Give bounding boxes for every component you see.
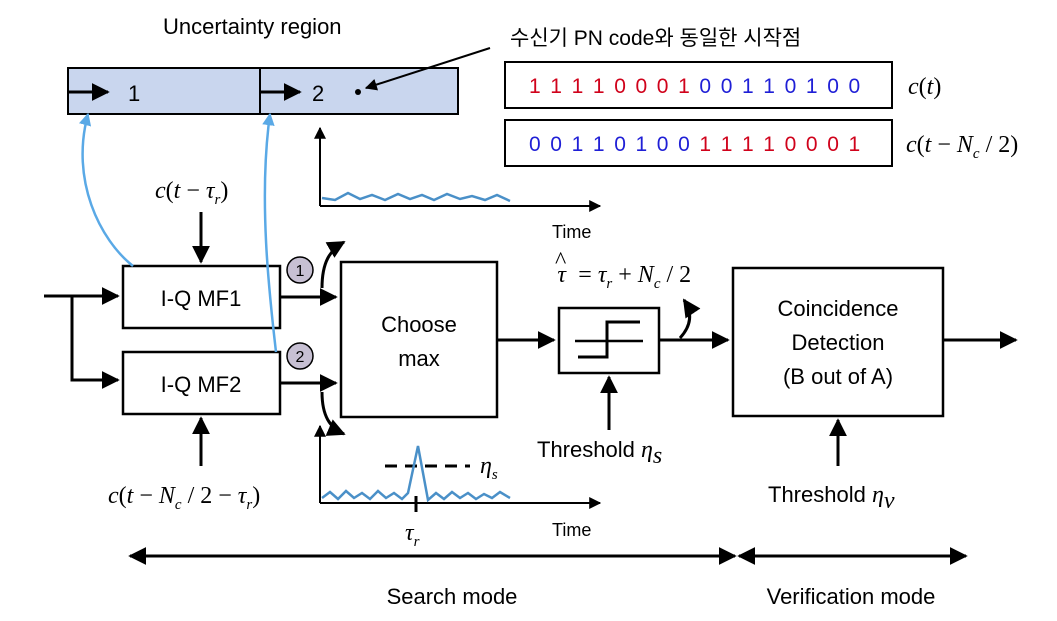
code-box-1 xyxy=(504,61,893,109)
badge-2-label: 2 xyxy=(296,349,305,366)
coincidence-detection-block xyxy=(731,266,945,418)
code-bit: 1 xyxy=(572,75,584,98)
code-bit: 0 xyxy=(678,133,690,156)
code-bit: 0 xyxy=(849,75,861,98)
input-arrow-mf2 xyxy=(70,296,120,389)
tau-estimate-label: τ^ = τr + Nc / 2 xyxy=(555,248,691,292)
start-point-dot xyxy=(355,89,361,95)
uncertainty-region-title: Uncertainty region xyxy=(163,14,342,39)
mf1-to-cell1-pointer xyxy=(79,112,134,267)
badge-1 xyxy=(286,256,314,284)
iq-mf1-block xyxy=(121,264,282,330)
code-bit: 1 xyxy=(699,133,711,156)
choose-max-line-1: Choose xyxy=(381,312,457,337)
code-label-1: c(t) xyxy=(908,74,941,100)
badge-1-label: 1 xyxy=(296,263,305,280)
switch-arrow-up xyxy=(320,240,346,289)
switch-arrow-down xyxy=(320,391,346,436)
code-bit: 1 xyxy=(742,133,754,156)
top-plot-signal xyxy=(321,191,511,203)
code-bit: 0 xyxy=(785,133,797,156)
coincidence-line-1: Coincidence xyxy=(777,296,898,321)
code-box-2 xyxy=(504,119,893,167)
code-bit: 1 xyxy=(742,75,754,98)
cell-2-label: 2 xyxy=(312,81,324,106)
code-bit: 1 xyxy=(636,133,648,156)
cell-1-label: 1 xyxy=(128,81,140,106)
code-bit: 1 xyxy=(806,75,818,98)
code-label-2: c(t − Nc / 2) xyxy=(906,132,1018,162)
mf2-to-cell2-pointer xyxy=(262,112,278,353)
code-bit: 1 xyxy=(721,133,733,156)
code-bit: 0 xyxy=(614,75,626,98)
verification-mode-label: Verification mode xyxy=(767,584,936,609)
coincidence-line-3: (B out of A) xyxy=(783,364,893,389)
bottom-plot-peak-label: τr xyxy=(405,520,420,550)
bottom-plot-signal xyxy=(321,445,511,503)
code-bit: 1 xyxy=(678,75,690,98)
start-point-note: 수신기 PN code와 동일한 시작점 xyxy=(510,27,801,50)
estimate-curved-arrow xyxy=(678,298,701,340)
code-bit: 0 xyxy=(614,133,626,156)
iq-mf2-label: I-Q MF2 xyxy=(161,372,242,397)
code-bit: 1 xyxy=(572,133,584,156)
code-bit: 1 xyxy=(763,75,775,98)
coincidence-line-2: Detection xyxy=(792,330,885,355)
iq-mf1-label: I-Q MF1 xyxy=(161,286,242,311)
threshold-s-label: Threshold ηs xyxy=(537,437,662,469)
code-bit: 0 xyxy=(529,133,541,156)
bottom-plot-threshold-label: ηs xyxy=(480,453,498,483)
threshold-v-label: Threshold ηv xyxy=(768,482,895,514)
code-bit: 1 xyxy=(763,133,775,156)
choose-max-block xyxy=(339,260,499,419)
top-plot-time-label: Time xyxy=(552,222,591,242)
code-bit: 0 xyxy=(636,75,648,98)
iq-mf2-block xyxy=(121,350,282,416)
code-bit: 1 xyxy=(593,133,605,156)
code-bit: 0 xyxy=(550,133,562,156)
choose-max-line-2: max xyxy=(398,346,440,371)
bottom-plot-time-label: Time xyxy=(552,520,591,540)
code-bit: 0 xyxy=(721,75,733,98)
code-bit: 0 xyxy=(806,133,818,156)
threshold-step-icon xyxy=(578,320,640,359)
code-bit: 1 xyxy=(529,75,541,98)
code-bit: 0 xyxy=(657,75,669,98)
code-bit: 1 xyxy=(550,75,562,98)
code-bit: 1 xyxy=(593,75,605,98)
start-point-pointer xyxy=(364,47,491,91)
mf1-reference-label: c(t − τr) xyxy=(155,178,228,208)
badge-2 xyxy=(286,342,314,370)
code-bit: 1 xyxy=(849,133,861,156)
code-bit: 0 xyxy=(827,133,839,156)
code-bit: 0 xyxy=(699,75,711,98)
mf2-reference-label: c(t − Nc / 2 − τr) xyxy=(108,483,260,513)
code-bit: 0 xyxy=(827,75,839,98)
search-mode-label: Search mode xyxy=(387,584,518,609)
code-bit: 0 xyxy=(785,75,797,98)
code-bit: 0 xyxy=(657,133,669,156)
